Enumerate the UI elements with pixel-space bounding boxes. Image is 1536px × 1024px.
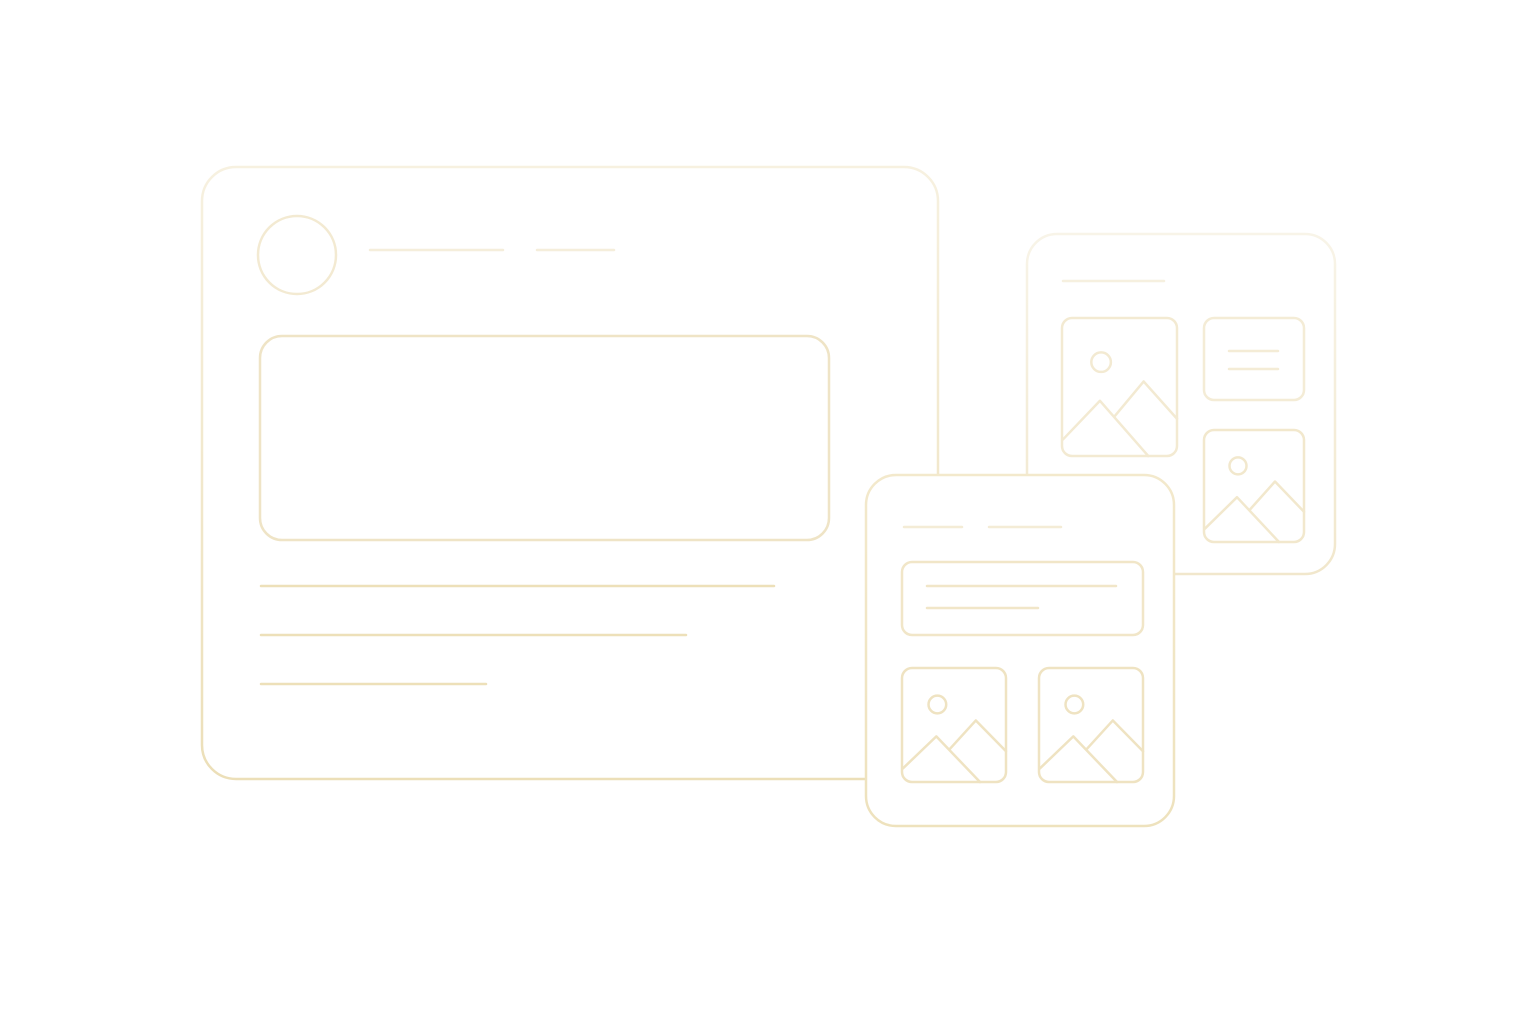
image-frame [900,666,1008,784]
mountain-icon [1085,719,1145,753]
mountain-icon [948,719,1008,753]
mountain-icon [1248,480,1306,514]
image-placeholder-icon [1202,428,1306,544]
text-block [900,560,1145,637]
front-wireframe-card [864,473,1176,828]
content-block [258,334,831,542]
avatar-placeholder-icon [256,214,338,296]
image-placeholder-icon [1037,666,1145,784]
mountain-icon [901,735,982,784]
mountain-icon [1203,495,1281,544]
main-wireframe-card [200,165,940,781]
sun-icon [1090,351,1113,374]
mountain-icon [1038,735,1119,784]
image-placeholder-icon [1060,316,1179,458]
sun-icon [1064,694,1085,715]
image-frame [1202,428,1306,544]
image-frame [1060,316,1179,458]
sun-icon [927,694,948,715]
sun-icon [1228,456,1248,476]
image-placeholder-icon [900,666,1008,784]
mountain-icon [1113,380,1179,420]
mountain-icon [1061,399,1150,458]
text-block [1202,316,1306,402]
image-frame [1037,666,1145,784]
